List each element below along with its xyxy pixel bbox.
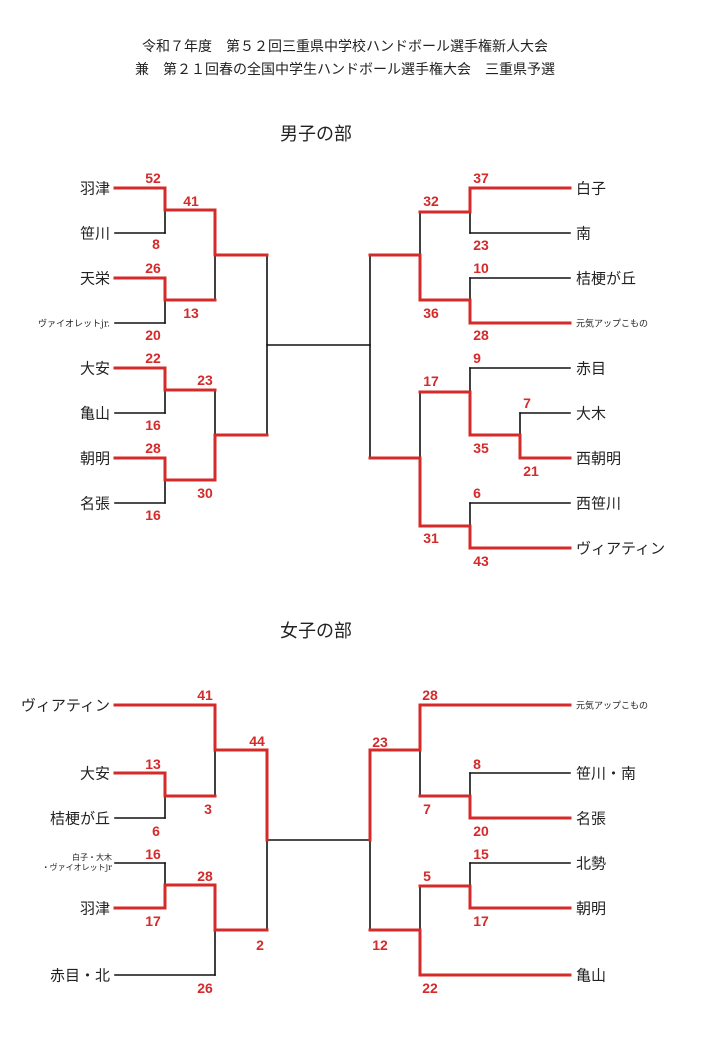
score: 7 [423, 801, 431, 817]
team-name: 笹川・南 [576, 764, 637, 783]
team-name: 北勢 [576, 854, 607, 873]
team-name: 桔梗が丘 [576, 269, 637, 288]
team-name: 大安 [79, 359, 110, 378]
score: 41 [197, 687, 213, 703]
score: 41 [183, 193, 199, 209]
score: 44 [249, 733, 265, 749]
team-name: 西朝明 [576, 449, 622, 468]
score: 9 [473, 350, 481, 366]
score: 12 [372, 937, 388, 953]
title-line-2: 兼 第２１回春の全国中学生ハンドボール選手権大会 三重県予選 [135, 62, 555, 78]
score: 20 [473, 823, 489, 839]
score: 30 [197, 485, 213, 501]
team-name: 桔梗が丘 [49, 809, 110, 828]
team-name: 白子 [576, 179, 607, 198]
score: 8 [152, 236, 160, 252]
team-name: ヴァイオレットjr. [38, 319, 110, 330]
score: 28 [422, 687, 438, 703]
score: 28 [473, 327, 489, 343]
score: 5 [423, 868, 431, 884]
team-name: 大安 [79, 764, 110, 783]
score: 22 [422, 980, 438, 996]
score: 26 [145, 260, 161, 276]
team-name-combined: 白子・大木 ・ヴァイオレットjr [0, 853, 112, 873]
score: 16 [145, 846, 161, 862]
score: 20 [145, 327, 161, 343]
score: 26 [197, 980, 213, 996]
score: 8 [473, 756, 481, 772]
team-name: 名張 [576, 809, 607, 828]
team-name: 朝明 [79, 449, 110, 468]
team-name: 亀山 [79, 404, 110, 423]
score: 13 [183, 305, 199, 321]
boys-heading: 男子の部 [280, 124, 352, 145]
team-name: 羽津 [79, 899, 110, 918]
score: 7 [523, 395, 531, 411]
score: 17 [423, 373, 439, 389]
team-name: 亀山 [576, 966, 607, 985]
score: 6 [473, 485, 481, 501]
title-line-1: 令和７年度 第５２回三重県中学校ハンドボール選手権新人大会 [142, 39, 548, 55]
score: 22 [145, 350, 161, 366]
score: 28 [197, 868, 213, 884]
team-name: 赤目・北 [49, 966, 110, 985]
score: 36 [423, 305, 439, 321]
team-name: 朝明 [576, 899, 607, 918]
score: 32 [423, 193, 439, 209]
score: 37 [473, 170, 489, 186]
score: 3 [204, 801, 212, 817]
score: 23 [197, 372, 213, 388]
score: 17 [145, 913, 161, 929]
score: 6 [152, 823, 160, 839]
score: 16 [145, 507, 161, 523]
team-name: ヴィアティン [20, 696, 110, 715]
score: 17 [473, 913, 489, 929]
score: 21 [523, 463, 539, 479]
team-name: 南 [576, 224, 592, 243]
team-name: 大木 [576, 404, 607, 423]
score: 2 [256, 937, 264, 953]
team-name: 羽津 [79, 179, 110, 198]
score: 15 [473, 846, 489, 862]
team-name: 天栄 [79, 269, 110, 288]
girls-heading: 女子の部 [280, 621, 352, 642]
team-name: 西笹川 [576, 494, 622, 513]
score: 23 [473, 237, 489, 253]
team-name: 元気アップこもの [576, 319, 649, 330]
team-name: 赤目 [576, 359, 607, 378]
score: 43 [473, 553, 489, 569]
score: 28 [145, 440, 161, 456]
score: 52 [145, 170, 161, 186]
score: 13 [145, 756, 161, 772]
score: 23 [372, 734, 388, 750]
team-name: 名張 [79, 494, 110, 513]
team-name: 笹川 [79, 224, 110, 243]
team-name-line: 白子・大木 [72, 853, 112, 862]
score: 35 [473, 440, 489, 456]
team-name-line: ・ヴァイオレットjr [41, 863, 112, 872]
team-name: ヴィアティン [576, 539, 666, 558]
team-name: 元気アップこもの [576, 701, 649, 712]
score: 16 [145, 417, 161, 433]
score: 10 [473, 260, 489, 276]
score: 31 [423, 530, 439, 546]
